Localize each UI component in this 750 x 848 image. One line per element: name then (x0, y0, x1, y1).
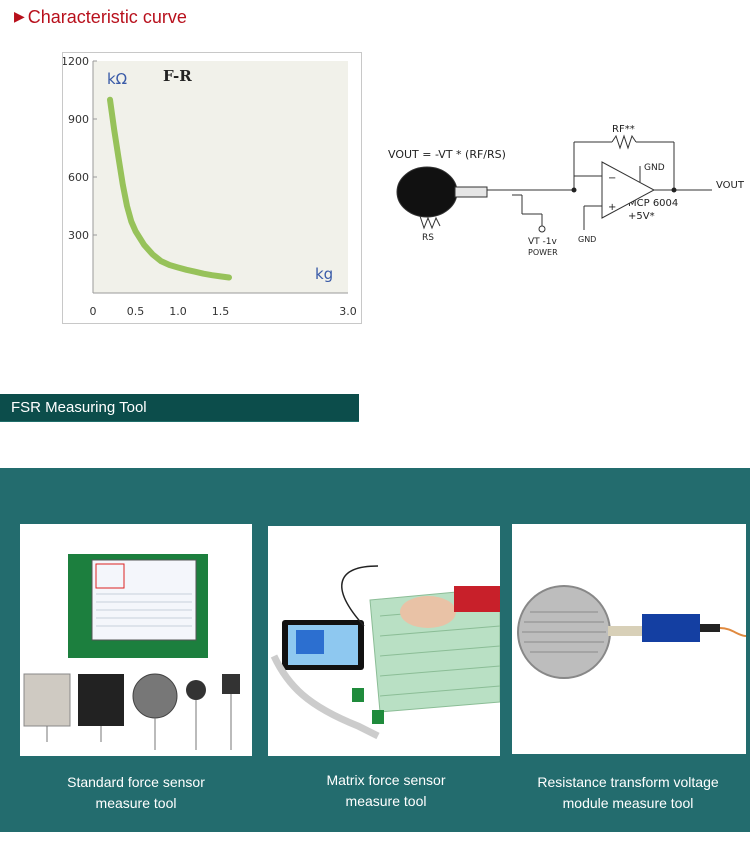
square-sensor-icon (23, 673, 71, 727)
sensor-tail (454, 186, 488, 198)
rf-resistor-icon (611, 134, 637, 150)
power-label: POWER (528, 248, 558, 257)
ribbon-cable (270, 654, 380, 740)
module-pcb (642, 614, 700, 642)
card-matrix-sensor (268, 526, 501, 756)
caption-line: module measure tool (562, 795, 694, 811)
caption-resistance: Resistance transform voltage module meas… (510, 772, 746, 814)
sleeve (454, 586, 500, 612)
power-terminal-icon (538, 225, 546, 233)
grid-sensor-icon (78, 674, 124, 726)
minus-sign: − (608, 173, 616, 184)
caption-line: Resistance transform voltage (537, 774, 719, 790)
sensor-tail (608, 626, 644, 636)
card-standard-sensor (20, 524, 252, 756)
card-resistance-module (512, 524, 747, 754)
gnd-top-label: GND (644, 163, 665, 173)
y-tick-label: 300 (68, 229, 89, 242)
junction-dot (571, 187, 577, 193)
chart-svg: F-R kΩ kg 0 0.5 1.0 1.5 3.0 300 600 900 1200 (63, 55, 357, 318)
rf-label: RF** (612, 124, 635, 135)
supply-label: +5V* (628, 211, 655, 222)
opamp-icon (601, 161, 656, 219)
vout-formula: VOUT = -VT * (RF/RS) (388, 148, 506, 161)
section-title: Characteristic curve (27, 6, 187, 27)
chip-label: MCP 6004 (628, 198, 678, 209)
vout-label: VOUT (716, 180, 745, 191)
usb-cable (341, 565, 379, 627)
fsr-circuit-diagram: VOUT = -VT * (RF/RS) RF** GND MCP 6004 +… (388, 124, 745, 257)
x-tick-label: 1.5 (212, 305, 230, 318)
resistance-module-photo (517, 585, 747, 679)
plus-sign: + (608, 202, 616, 213)
section-heading-characteristic: ▶ Characteristic curve (14, 6, 187, 28)
heatmap-area (296, 630, 324, 654)
square-small-sensor-icon (222, 674, 240, 694)
fr-chart: F-R kΩ kg 0 0.5 1.0 1.5 3.0 300 600 900 1200 (62, 52, 362, 324)
matrix-sensor-photo (270, 565, 501, 740)
triangle-right-icon: ▶ (14, 9, 25, 25)
caption-line: Matrix force sensor (326, 772, 446, 788)
wire (719, 627, 747, 637)
round-sensor-icon (132, 673, 178, 719)
x-tick-label: 0.5 (127, 305, 145, 318)
header-pins (700, 624, 720, 632)
rs-resistor-icon (419, 215, 441, 230)
standard-sensor-photo (23, 554, 240, 750)
y-tick-label: 600 (68, 171, 89, 184)
lcd-screen (91, 559, 197, 641)
x-axis-label: kg (315, 265, 333, 283)
y-axis-label: kΩ (107, 70, 127, 88)
connector-board (372, 710, 384, 724)
caption-line: measure tool (95, 795, 177, 811)
x-tick-label: 1.0 (169, 305, 187, 318)
chart-title: F-R (163, 67, 192, 85)
plot-area (93, 61, 348, 293)
vt-label: VT -1v (528, 237, 557, 247)
rs-label: RS (422, 233, 434, 243)
caption-matrix: Matrix force sensor measure tool (268, 770, 504, 812)
junction-dot (671, 187, 677, 193)
small-sensor-icon (186, 680, 206, 700)
y-tick-label: 900 (68, 113, 89, 126)
fsr-sensor-icon (396, 166, 458, 218)
gnd-bottom-label: GND (578, 235, 596, 244)
measure-tools-section: Standard force sensor measure tool Ma (0, 468, 750, 832)
caption-line: measure tool (345, 793, 427, 809)
caption-standard: Standard force sensor measure tool (20, 772, 252, 814)
series-line (107, 96, 232, 281)
x-tick-label: 3.0 (339, 305, 357, 318)
highlight-box (95, 563, 125, 589)
connector-board (352, 688, 364, 702)
fsr-measuring-tool-bar: FSR Measuring Tool (0, 394, 359, 422)
y-tick-label: 1200 (63, 55, 89, 68)
hand (400, 596, 456, 628)
tool-bar-title: FSR Measuring Tool (11, 399, 147, 416)
tick-labels: 0 0.5 1.0 1.5 3.0 300 600 900 1200 (63, 55, 357, 318)
x-tick-label: 0 (90, 305, 97, 318)
caption-line: Standard force sensor (67, 774, 205, 790)
